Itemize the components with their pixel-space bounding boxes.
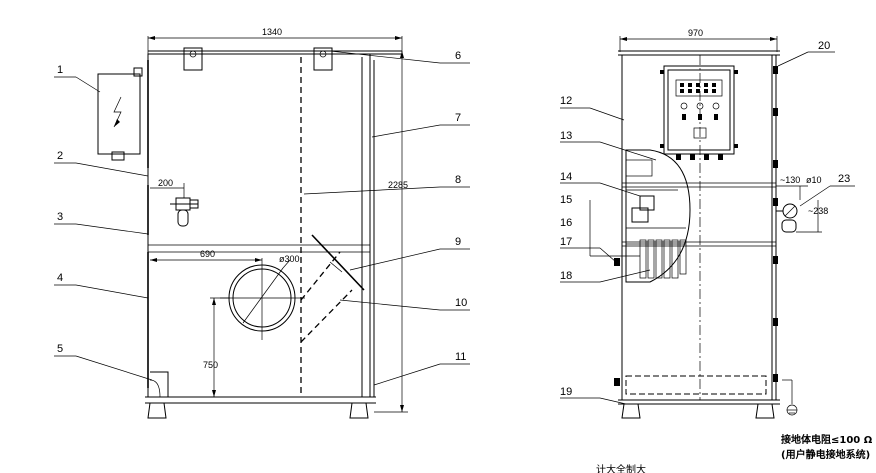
callout-18: 18 xyxy=(560,270,572,282)
callout-10: 10 xyxy=(455,297,467,309)
front-view: 1340 200 xyxy=(54,27,470,419)
callout-11: 11 xyxy=(455,351,466,363)
dim-height-2285: 2285 xyxy=(388,180,408,190)
callout-1: 1 xyxy=(57,64,63,76)
callout-8: 8 xyxy=(455,174,461,186)
side-view: 970 xyxy=(560,28,873,473)
bottom-text: 计大全制大 xyxy=(596,463,646,473)
callout-2: 2 xyxy=(57,150,63,162)
callout-23: 23 xyxy=(838,173,850,185)
dim-690: 690 xyxy=(200,249,215,259)
callout-5: 5 xyxy=(57,343,63,355)
dim-width-1340: 1340 xyxy=(262,27,282,37)
callout-4: 4 xyxy=(57,272,63,284)
dim-130: ~130 xyxy=(780,175,800,185)
filter-cartridges xyxy=(639,239,687,279)
callout-13: 13 xyxy=(560,130,572,142)
dim-200: 200 xyxy=(158,178,173,188)
callout-14: 14 xyxy=(560,171,572,183)
callout-17: 17 xyxy=(560,236,572,248)
dim-width-970: 970 xyxy=(688,28,703,38)
ground-note-1: 接地体电阻≤100 Ω xyxy=(781,433,873,446)
callout-9: 9 xyxy=(455,236,461,248)
callout-6: 6 xyxy=(455,50,461,62)
side-callouts: 12 13 14 15 16 17 18 19 20 23 xyxy=(560,40,855,405)
callout-20: 20 xyxy=(818,40,830,52)
callout-19: 19 xyxy=(560,386,572,398)
dim-750: 750 xyxy=(203,360,218,370)
front-callouts: 1 2 3 4 5 6 7 8 9 10 11 xyxy=(54,50,470,386)
callout-12: 12 xyxy=(560,95,572,107)
dim-diameter-300: ø300 xyxy=(279,254,300,264)
dim-d10: ø10 xyxy=(806,175,822,185)
callout-16: 16 xyxy=(560,217,572,229)
dim-238: ~238 xyxy=(808,206,828,216)
ground-note-2: (用户静电接地系统) xyxy=(781,448,870,461)
callout-7: 7 xyxy=(455,112,461,124)
callout-15: 15 xyxy=(560,194,572,206)
callout-3: 3 xyxy=(57,211,63,223)
